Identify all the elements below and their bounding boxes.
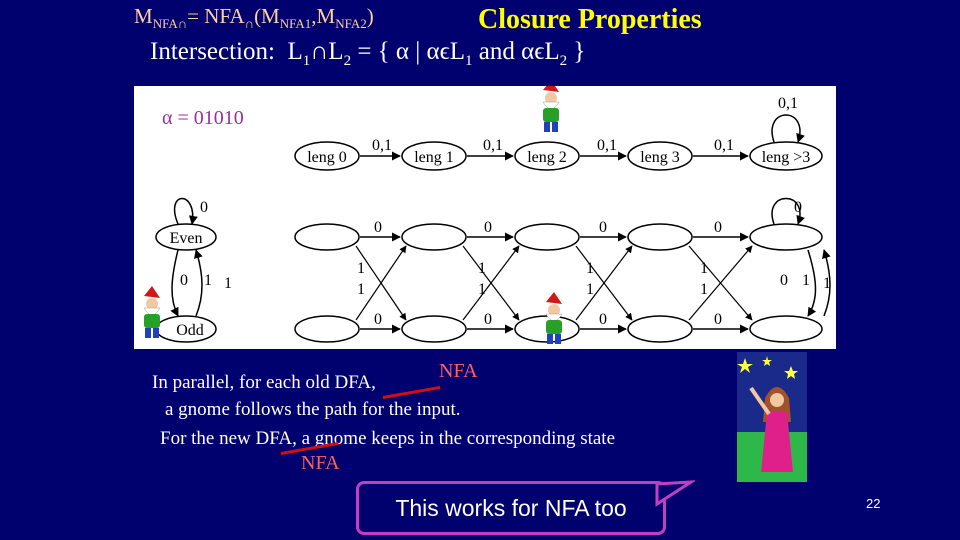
state-label: leng 0 <box>307 149 347 166</box>
edge-label: 0 <box>180 272 188 289</box>
edge-label: 0 <box>780 272 788 289</box>
edge-label: 0 <box>374 219 382 236</box>
body-line-1: In parallel, for each old DFA, <box>152 372 376 393</box>
edge-label: 0 <box>484 219 492 236</box>
edge-label: 0 <box>714 311 722 328</box>
edge-label: 0,1 <box>597 137 617 154</box>
state-leng-gt3 <box>749 141 823 171</box>
product-states: 0 0 0 0 0 0 0 0 1 1 1 1 1 1 1 1 0 0 1 1 <box>294 197 831 343</box>
page-number: 22 <box>866 496 881 511</box>
alpha-input-label: α = 01010 <box>162 107 244 129</box>
girl-with-stars-illustration <box>737 352 807 482</box>
strike-dfa-1 <box>382 385 441 399</box>
loop-label: 0,1 <box>778 95 798 112</box>
correction-nfa-2: NFA <box>301 452 340 474</box>
loop-label: 0 <box>794 199 802 216</box>
edge-label: 0,1 <box>483 137 503 154</box>
state-leng1 <box>401 141 467 171</box>
callout-pointer <box>655 480 695 507</box>
cross-label: 1 <box>357 281 365 298</box>
edge-label: 0,1 <box>372 137 392 154</box>
cross-label: 1 <box>586 260 594 277</box>
callout-box: This works for NFA too <box>356 481 666 535</box>
state-label: Odd <box>176 322 204 339</box>
edge-label: 0 <box>714 219 722 236</box>
edge-label: 1 <box>224 275 232 292</box>
equation-header: MNFA∩= NFA∩(MNFA1,MNFA2) <box>134 4 374 32</box>
edge-label: 0 <box>484 311 492 328</box>
edge-label: 1 <box>204 272 212 289</box>
cross-label: 1 <box>586 281 594 298</box>
state-label: leng >3 <box>762 149 811 166</box>
gnome-icon <box>545 292 563 344</box>
body-line-3: For the new DFA, a gnome keeps in the co… <box>160 428 616 449</box>
cross-label: 1 <box>700 260 708 277</box>
edge-label: 0 <box>374 311 382 328</box>
state-leng2 <box>514 141 580 171</box>
edge-label: 0 <box>599 219 607 236</box>
intersection-definition: Intersection: L1∩L2 = { α | αϵL1 and αϵL… <box>150 38 586 69</box>
cross-label: 1 <box>478 281 486 298</box>
state-leng0 <box>294 141 360 171</box>
state-leng3 <box>627 141 693 171</box>
body-line-2: a gnome follows the path for the input. <box>165 399 461 420</box>
state-even <box>155 223 217 251</box>
edge-label: 0,1 <box>714 137 734 154</box>
edge-label: 1 <box>802 272 810 289</box>
edge-label: 0 <box>599 311 607 328</box>
callout-text: This works for NFA too <box>395 494 627 521</box>
parity-dfa: Even Odd 0 0 1 1 <box>155 197 232 343</box>
correction-nfa-1: NFA <box>439 360 478 382</box>
cross-label: 1 <box>478 260 486 277</box>
cross-label: 1 <box>357 260 365 277</box>
state-label: Even <box>170 230 203 247</box>
loop-label: 0 <box>200 199 208 216</box>
state-label: leng 1 <box>414 149 454 166</box>
gnome-icon <box>542 86 560 132</box>
state-label: leng 2 <box>527 149 567 166</box>
edge-label: 1 <box>823 275 831 292</box>
automata-diagram: α = 01010 leng 0 leng 1 leng 2 leng 3 le… <box>134 86 836 349</box>
state-label: leng 3 <box>640 149 680 166</box>
cross-label: 1 <box>700 281 708 298</box>
slide-title: Closure Properties <box>478 4 702 35</box>
gnome-icon <box>143 286 161 338</box>
length-dfa: leng 0 leng 1 leng 2 leng 3 leng >3 0,1 … <box>294 95 823 171</box>
